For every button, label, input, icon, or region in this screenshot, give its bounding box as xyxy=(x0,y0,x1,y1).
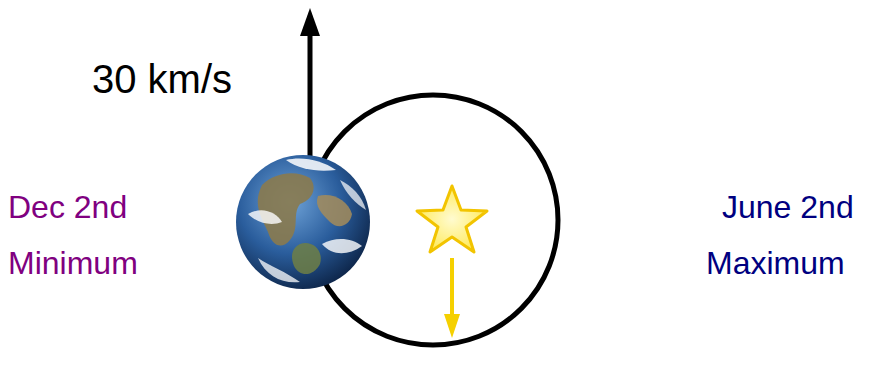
orbit-circle xyxy=(308,95,558,345)
extremum-label: Maximum xyxy=(706,246,845,281)
speed-label: 30 km/s xyxy=(92,57,232,101)
sun-star xyxy=(417,186,487,252)
date-label: Dec 2nd xyxy=(8,190,127,225)
earth-globe xyxy=(236,155,370,289)
sun-motion-arrow xyxy=(444,258,460,338)
extremum-label: Minimum xyxy=(8,246,138,281)
date-label: June 2nd xyxy=(722,190,854,225)
velocity-arrow xyxy=(300,8,320,160)
